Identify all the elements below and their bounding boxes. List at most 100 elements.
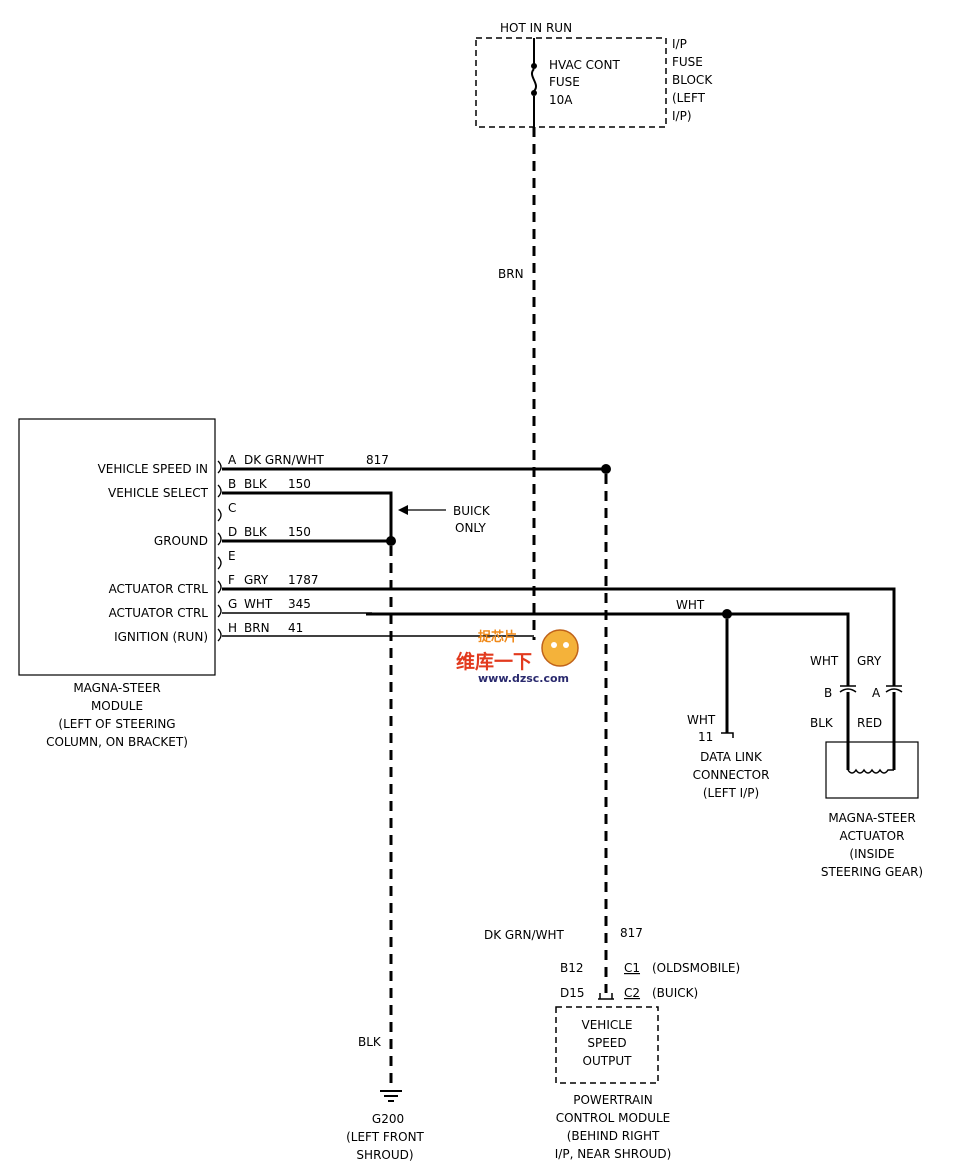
actuator-pin-a: A [872, 686, 881, 700]
actuator-caption-3: (INSIDE [849, 847, 894, 861]
pcm-box-line-3: OUTPUT [583, 1054, 633, 1068]
pcm-box-line-1: VEHICLE [582, 1018, 633, 1032]
pin-name-f: ACTUATOR CTRL [109, 582, 209, 596]
actuator-caption-2: ACTUATOR [840, 829, 905, 843]
wht-splice-label: WHT [676, 598, 705, 612]
wire-f-actuator-ctrl-gry [222, 587, 896, 686]
wire-g-actuator-ctrl-wht [366, 612, 850, 686]
splice-ground [386, 536, 396, 546]
dlc-caption-2: CONNECTOR [693, 768, 770, 782]
dlc-terminal-icon [721, 732, 734, 738]
fuse-terminal-bottom [531, 90, 537, 96]
buick-only-line-1: BUICK [453, 504, 491, 518]
pcm-caption-2: CONTROL MODULE [556, 1111, 671, 1125]
block-label-line-1: I/P [672, 37, 687, 51]
watermark-url: www.dzsc.com [478, 672, 569, 685]
brn-wire-label: BRN [498, 267, 524, 281]
powertrain-control-module: DK GRN/WHT 817 B12 C1 (OLDSMOBILE) D15 C… [484, 926, 740, 1161]
pcm-conn-c2: C2 [624, 986, 640, 1000]
circuit-b: 150 [288, 477, 311, 491]
block-label-line-4: (LEFT [672, 91, 706, 105]
actuator-coil-icon [847, 768, 894, 774]
ground-caption-3: SHROUD) [356, 1148, 413, 1162]
wire-color-h: BRN [244, 621, 270, 635]
module-caption-2: MODULE [91, 699, 143, 713]
actuator-connector-b-icon [839, 685, 857, 693]
ground-caption-2: (LEFT FRONT [346, 1130, 424, 1144]
data-link-connector: WHT 11 DATA LINK CONNECTOR (LEFT I/P) [687, 713, 769, 800]
block-label-line-2: FUSE [672, 55, 703, 69]
pin-letter-e: E [228, 549, 236, 563]
pcm-caption-3: (BEHIND RIGHT [567, 1129, 660, 1143]
watermark-middle: 维库一下 [456, 650, 532, 673]
pin-name-g: ACTUATOR CTRL [109, 606, 209, 620]
ground-g200: BLK G200 (LEFT FRONT SHROUD) [346, 1035, 424, 1162]
wire-color-f: GRY [244, 573, 269, 587]
buick-only-line-2: ONLY [455, 521, 487, 535]
pin-name-a: VEHICLE SPEED IN [98, 462, 208, 476]
watermark-top: 捉芯片 [478, 629, 517, 645]
circuit-f: 1787 [288, 573, 319, 587]
circuit-a: 817 [366, 453, 389, 467]
block-label-line-5: I/P) [672, 109, 692, 123]
watermark-mascot-eye-left [551, 642, 557, 648]
actuator-caption-1: MAGNA-STEER [828, 811, 915, 825]
pin-letter-b: B [228, 477, 236, 491]
dlc-caption-1: DATA LINK [700, 750, 763, 764]
fuse-name-line-1: HVAC CONT [549, 58, 620, 72]
wire-color-a: DK GRN/WHT [244, 453, 324, 467]
pcm-pin-b12: B12 [560, 961, 584, 975]
magna-steer-actuator: WHT GRY B A BLK RED MAGNA-STEER ACTUATOR… [810, 654, 923, 879]
pcm-caption-4: I/P, NEAR SHROUD) [555, 1147, 672, 1161]
dzsc-watermark: 捉芯片 维库一下 www.dzsc.com [456, 629, 579, 685]
module-caption-3: (LEFT OF STEERING [58, 717, 175, 731]
wire-color-b: BLK [244, 477, 268, 491]
fuse-block: HOT IN RUN HVAC CONT FUSE 10A I/P FUSE B… [475, 21, 713, 128]
splice-wht [722, 609, 732, 619]
watermark-mascot-eye-right [563, 642, 569, 648]
pin-letter-f: F [228, 573, 235, 587]
module-outline [18, 418, 216, 676]
buick-only-arrow-icon [398, 505, 408, 515]
pcm-conn-c2-note: (BUICK) [652, 986, 698, 1000]
fuse-terminal-top [531, 63, 537, 69]
module-connector-brackets [217, 460, 222, 642]
pcm-pin-d15: D15 [560, 986, 585, 1000]
pcm-outline [555, 1006, 659, 1084]
wire-color-d: BLK [244, 525, 268, 539]
magna-steer-module: VEHICLE SPEED IN VEHICLE SELECT GROUND A… [18, 418, 389, 749]
actuator-bottom-color-blk: BLK [810, 716, 834, 730]
fuse-name-line-2: FUSE [549, 75, 580, 89]
actuator-caption-4: STEERING GEAR) [821, 865, 923, 879]
pin-letter-d: D [228, 525, 237, 539]
pcm-conn-c1-note: (OLDSMOBILE) [652, 961, 740, 975]
wire-b-vehicle-select [222, 491, 393, 541]
circuit-d: 150 [288, 525, 311, 539]
pin-name-h: IGNITION (RUN) [114, 630, 208, 644]
circuit-h: 41 [288, 621, 303, 635]
fuse-block-header: HOT IN RUN [500, 21, 572, 35]
pin-name-d: GROUND [154, 534, 208, 548]
dlc-pin: 11 [698, 730, 713, 744]
actuator-outline [825, 741, 919, 799]
ground-symbol-icon [380, 1090, 402, 1102]
actuator-top-color-a: GRY [857, 654, 882, 668]
splice-vss [601, 464, 611, 474]
dlc-caption-3: (LEFT I/P) [703, 786, 759, 800]
fuse-block-outline [475, 37, 667, 128]
pin-letter-g: G [228, 597, 237, 611]
pin-letter-a: A [228, 453, 237, 467]
fuse-rating: 10A [549, 93, 573, 107]
block-label-line-3: BLOCK [672, 73, 713, 87]
pcm-caption-1: POWERTRAIN [573, 1093, 653, 1107]
pcm-terminal-icon [598, 993, 614, 1000]
circuit-g: 345 [288, 597, 311, 611]
module-caption-4: COLUMN, ON BRACKET) [46, 735, 188, 749]
pcm-conn-c1: C1 [624, 961, 640, 975]
actuator-top-color-b: WHT [810, 654, 839, 668]
watermark-mascot-icon [541, 629, 579, 667]
module-caption-1: MAGNA-STEER [73, 681, 160, 695]
actuator-bottom-color-red: RED [857, 716, 882, 730]
ground-wire-color: BLK [358, 1035, 382, 1049]
